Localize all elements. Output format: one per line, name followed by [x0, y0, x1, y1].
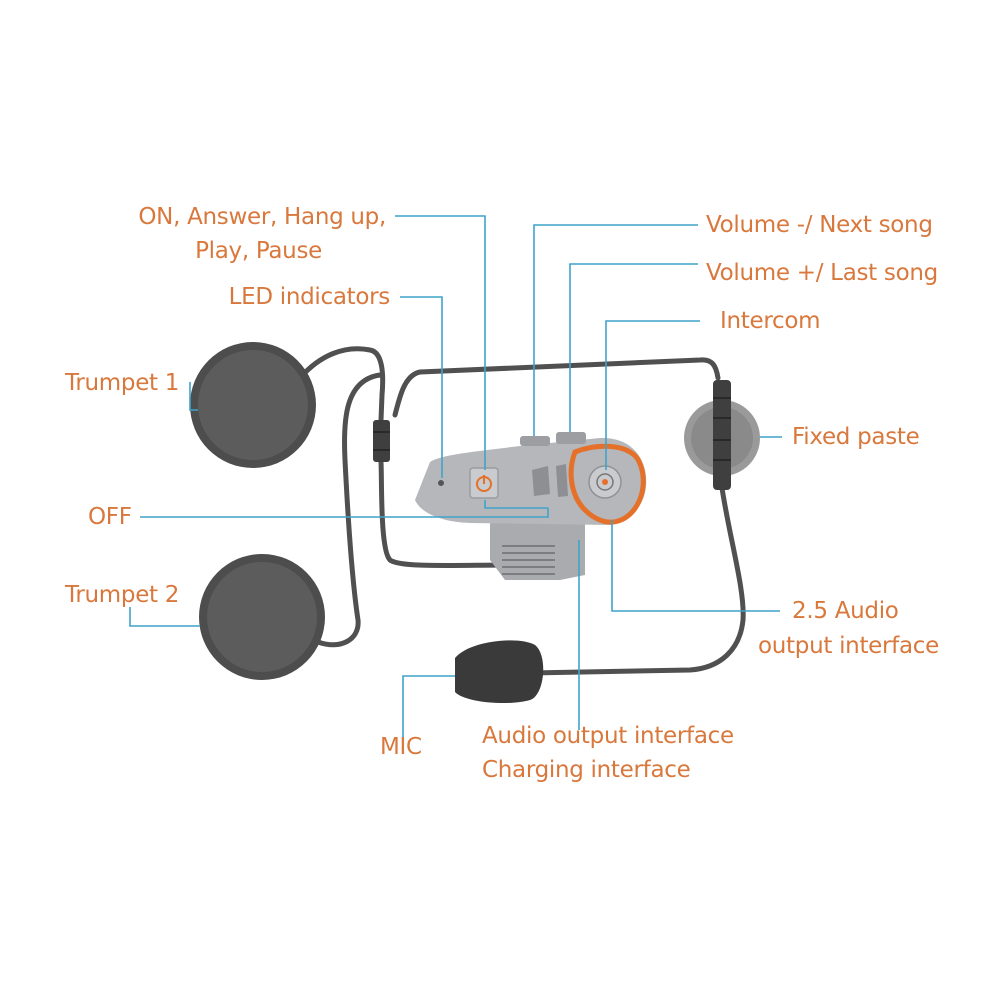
device-vent: [532, 466, 550, 496]
leader-audio25: [611, 520, 780, 612]
right-cable-connector: [713, 380, 731, 490]
leader-off: [140, 508, 549, 518]
inline-connector-left: [373, 420, 390, 462]
leader-intercom: [605, 320, 700, 470]
speaker-loop-cable: [378, 459, 513, 569]
label-volume-down: Volume -/ Next song: [706, 212, 933, 238]
label-audio25-1: 2.5 Audio: [792, 598, 899, 624]
leader-led: [400, 296, 443, 478]
leader-trumpet2: [129, 607, 200, 627]
led-indicator: [438, 480, 444, 486]
label-mic: MIC: [380, 734, 422, 760]
volume-down-button: [520, 436, 550, 446]
label-intercom: Intercom: [720, 308, 821, 334]
leader-vol-up: [569, 263, 698, 432]
clamp-ridges: [502, 545, 555, 575]
volume-up-button: [556, 432, 586, 444]
label-off: OFF: [88, 504, 132, 530]
leader-mic: [402, 675, 455, 745]
label-volume-up: Volume +/ Last song: [706, 260, 938, 286]
label-on-answer: ON, Answer, Hang up,: [138, 204, 386, 230]
leader-trumpet1: [189, 382, 198, 411]
label-audio-output: Audio output interface: [482, 723, 734, 749]
speaker2-cable: [315, 372, 383, 648]
leader-on-answer: [395, 215, 486, 470]
leader-off-device: [484, 500, 548, 509]
label-charging: Charging interface: [482, 757, 691, 783]
device-orange-trim: [568, 443, 646, 525]
label-audio25-2: output interface: [758, 633, 939, 659]
mic-foam: [455, 640, 544, 704]
leader-vol-down: [533, 224, 698, 436]
intercom-icon: [596, 473, 614, 491]
device-body: [415, 437, 647, 525]
device-clamp: [490, 520, 585, 580]
top-cable: [392, 357, 721, 418]
right-cable: [527, 485, 746, 676]
label-fixed-paste: Fixed paste: [792, 424, 920, 450]
label-led-indicators: LED indicators: [228, 284, 391, 310]
speaker1-cable: [297, 346, 386, 423]
label-trumpet2: Trumpet 2: [65, 582, 180, 608]
label-trumpet1: Trumpet 1: [65, 370, 180, 396]
label-play-pause: Play, Pause: [195, 238, 322, 264]
